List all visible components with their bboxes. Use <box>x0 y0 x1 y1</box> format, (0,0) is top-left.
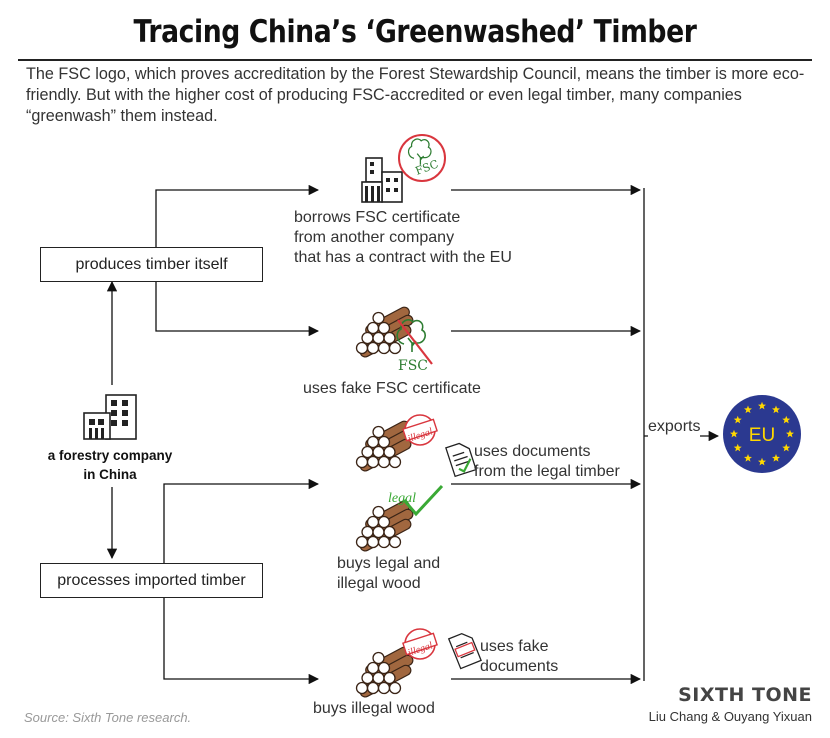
company-label-line1: a forestry company <box>47 448 173 463</box>
eu-star <box>733 443 742 452</box>
eu-star <box>744 454 752 462</box>
buys-illegal-wood-label: buys illegal wood <box>313 700 435 717</box>
borrow-fsc-label-line2: from another company <box>294 229 455 246</box>
buys-legal-illegal-label: buys legal and illegal wood <box>337 554 440 594</box>
fsc-stamp-icon <box>398 134 446 182</box>
building-icon <box>83 394 137 440</box>
eu-star <box>782 415 791 424</box>
eu-flag-icon <box>723 395 801 473</box>
eu-star <box>730 429 738 438</box>
illegal-stamp-icon <box>402 628 438 660</box>
eu-star <box>758 457 766 466</box>
exports-label: exports <box>648 417 701 437</box>
uses-fake-documents-label-line1: uses fake <box>480 638 549 655</box>
eu-star <box>786 429 794 438</box>
processes-imported-timber-box: processes imported timber <box>40 563 263 598</box>
company-label: a forestry company in China <box>30 446 190 484</box>
document-icon <box>445 442 477 478</box>
fake-fsc-label: FSC <box>398 358 428 374</box>
borrow-fsc-label: borrows FSC certificate from another com… <box>294 208 512 268</box>
factory-icon <box>361 157 403 203</box>
eu-star <box>744 405 752 414</box>
source-note: Source: Sixth Tone research. <box>24 710 192 725</box>
log-pile-icon <box>355 304 416 360</box>
uses-documents-label-line2: from the legal timber <box>474 463 620 480</box>
produces-timber-box: produces timber itself <box>40 247 263 282</box>
fake-fsc-icon <box>396 318 433 365</box>
borrow-fsc-label-line1: borrows FSC certificate <box>294 209 461 226</box>
check-icon <box>402 484 444 517</box>
company-label-line2: in China <box>83 467 137 482</box>
uses-documents-label-line1: uses documents <box>474 443 591 460</box>
eu-star <box>733 415 742 424</box>
credit-line: Liu Chang & Ouyang Yixuan <box>648 709 812 724</box>
title-divider <box>18 59 812 61</box>
illegal-stamp-icon <box>402 414 438 446</box>
eu-star <box>772 454 780 462</box>
legal-stamp-label: legal <box>388 491 416 506</box>
borrow-fsc-label-line3: that has a contract with the EU <box>294 249 512 266</box>
uses-fake-documents-label: uses fake documents <box>480 637 558 677</box>
fake-fsc-path-label: uses fake FSC certificate <box>303 380 481 397</box>
uses-fake-documents-label-line2: documents <box>480 658 559 675</box>
buys-legal-illegal-label-line2: illegal wood <box>337 575 421 592</box>
eu-star <box>782 443 791 452</box>
eu-label: EU <box>749 425 775 446</box>
eu-star <box>758 401 766 410</box>
log-pile-icon <box>355 498 416 554</box>
fake-document-icon <box>447 632 482 670</box>
connector-lines <box>106 184 720 685</box>
brand-logo: SIXTH TONE <box>678 684 812 706</box>
uses-documents-label: uses documents from the legal timber <box>474 442 620 482</box>
buys-legal-illegal-label-line1: buys legal and <box>337 555 441 572</box>
intro-text: The FSC logo, which proves accreditation… <box>26 65 805 125</box>
page-title: Tracing China’s ‘Greenwashed’ Timber <box>133 14 697 50</box>
eu-star <box>772 405 780 414</box>
